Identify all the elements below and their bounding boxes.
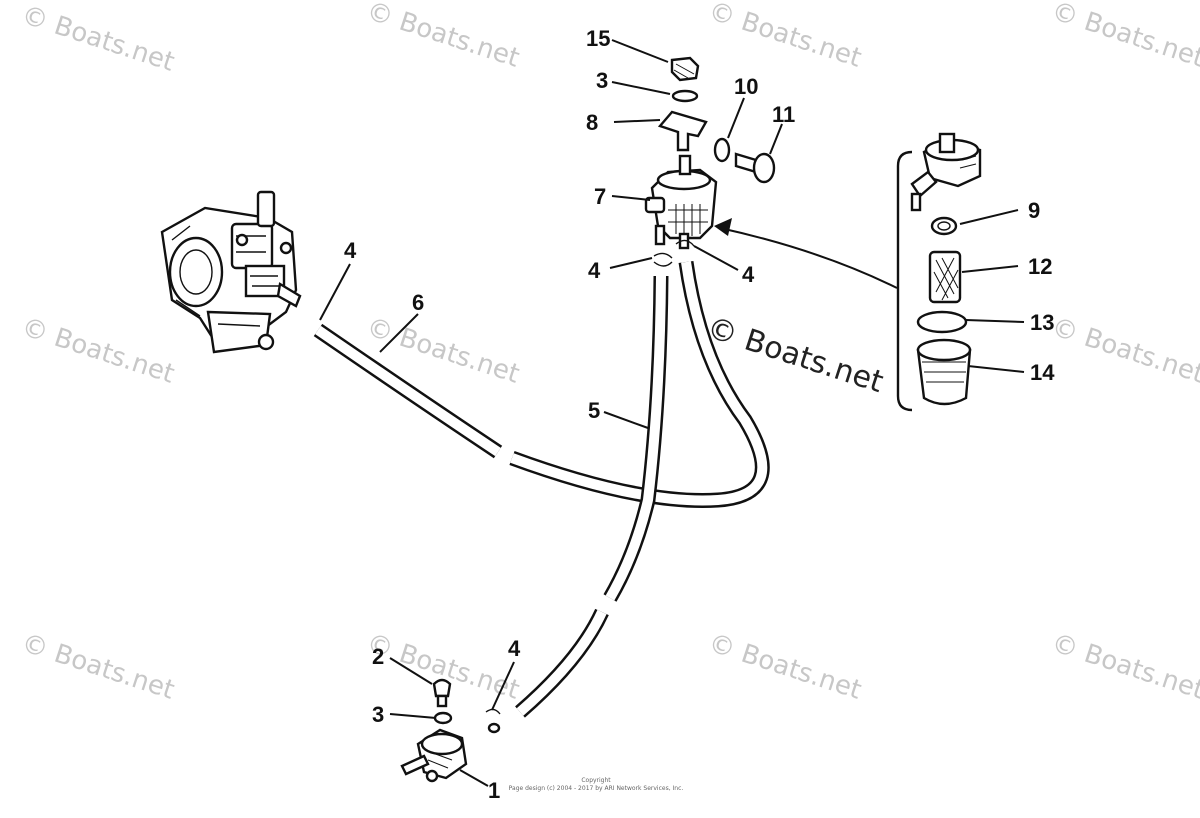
watermark: © Boats.net [18, 628, 178, 706]
washer-3-top [671, 89, 699, 103]
callout-1: 1 [488, 778, 500, 803]
callout-6: 6 [412, 290, 424, 315]
fuel-hose-6-upper-core [315, 325, 501, 457]
fuel-hose-5-upper-core [605, 275, 666, 601]
watermark-layer: © Boats.net © Boats.net © Boats.net © Bo… [18, 0, 1200, 706]
callout-14: 10 [734, 74, 758, 99]
watermark: © Boats.net [1048, 0, 1200, 74]
watermark: © Boats.net [18, 312, 178, 390]
filter-bowl-11 [916, 348, 972, 406]
callout-numbers: 15 3 8 10 11 7 4 4 4 6 5 9 12 13 14 2 3 … [344, 26, 1055, 803]
watermark: © Boats.net [18, 0, 178, 78]
watermark: © Boats.net [705, 0, 865, 74]
watermark: © Boats.net [1048, 312, 1200, 390]
fuel-filter-assembly [644, 56, 776, 267]
footer-copyright: Copyright Page design (c) 2004 - 2017 by… [509, 777, 684, 792]
hose-clamp-4 [485, 708, 501, 715]
callout-7: 7 [594, 184, 606, 209]
footer-copyright-line2: Page design (c) 2004 - 2017 by ARI Netwo… [509, 785, 684, 792]
assembly-arrow [714, 218, 898, 289]
callout-9: 12 [1028, 254, 1052, 279]
callout-2: 2 [372, 644, 384, 669]
watermark: © Boats.net [1048, 628, 1200, 706]
callout-5: 5 [588, 398, 600, 423]
fuel-hose-5-lower-core [516, 609, 607, 716]
group-bracket [896, 150, 913, 412]
callout-4: 4 [508, 636, 521, 661]
callout-3: 3 [596, 68, 608, 93]
hose-clamp-4 [653, 252, 673, 267]
hose-clamp-4-ring [487, 722, 501, 734]
callout-4: 4 [588, 258, 601, 283]
carburetor [160, 190, 302, 354]
callout-4: 4 [742, 262, 755, 287]
footer-copyright-line1: Copyright [581, 777, 611, 784]
washer-14 [713, 137, 731, 163]
screw-2 [432, 678, 452, 698]
callout-4: 4 [344, 238, 357, 263]
callout-8: 9 [1028, 198, 1040, 223]
watermark: © Boats.net [705, 628, 865, 706]
callout-13: 15 [586, 26, 610, 51]
watermark: © Boats.net [363, 0, 523, 74]
filter-exploded-parts [896, 132, 982, 412]
callout-11: 14 [1030, 360, 1055, 385]
bracket-12 [657, 110, 708, 152]
washer-3-bottom [433, 711, 453, 725]
fuel-pump [400, 678, 501, 783]
o-ring-10 [916, 310, 968, 334]
gasket-8 [930, 216, 958, 236]
leader-lines [319, 39, 1025, 787]
callout-15: 11 [772, 102, 795, 127]
hose-clamp-4 [675, 239, 695, 247]
callout-3: 3 [372, 702, 384, 727]
callout-12: 8 [586, 110, 598, 135]
fuel-hose-6-lower-core [510, 261, 768, 506]
callout-10: 13 [1030, 310, 1054, 335]
fuel-hoses [313, 260, 770, 718]
